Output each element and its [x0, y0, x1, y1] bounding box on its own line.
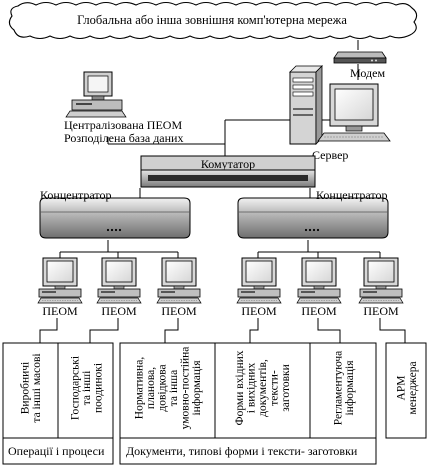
documents-caption: Документи, типові форми і тексти- загото…	[126, 444, 358, 458]
documents-column-1-label: Нормативна,планова,довідковата іншаумовн…	[133, 347, 203, 430]
operations-column-2-label: Господарськіта іншіпоодинокі	[70, 356, 105, 420]
documents-column-2-line: документів,	[257, 359, 269, 417]
server-label: Сервер	[312, 148, 348, 162]
pc-label-3: ПЕОМ	[161, 304, 197, 318]
pc-label-4: ПЕОМ	[241, 304, 277, 318]
cloud-label: Глобальна або інша зовнішня комп'ютерна …	[77, 13, 347, 27]
workstation-pc-3	[156, 257, 202, 304]
documents-column-1-line: інформація	[191, 360, 203, 416]
pc-label-2: ПЕОМ	[101, 304, 137, 318]
operations-caption: Операції і процеси	[8, 444, 105, 458]
documents-column-1-line: Нормативна,	[133, 357, 145, 420]
operations-column-1-line: Виробничі	[19, 362, 31, 414]
workstation-pc-1	[37, 257, 83, 304]
arm-column-1-line: АРМ	[395, 376, 407, 401]
documents-box	[119, 342, 377, 465]
pc-label-5: ПЕОМ	[301, 304, 337, 318]
central-pc-device	[65, 71, 127, 118]
server-device	[289, 65, 391, 145]
workstation-pc-6	[358, 257, 404, 304]
switch-device	[140, 155, 316, 188]
documents-column-1-line: довідкова	[156, 364, 168, 411]
central-pc-label-1: Централізована ПЕОМ	[64, 118, 182, 132]
operations-column-2-line: та інші	[81, 371, 93, 406]
hub-left-device	[39, 197, 191, 239]
external-network-cloud	[8, 1, 418, 40]
documents-column-2-line: тексти-	[269, 370, 281, 406]
switch-label: Комутатор	[201, 157, 255, 171]
workstation-pc-2	[96, 257, 142, 304]
hub-right-label: Концентратор	[316, 188, 388, 202]
documents-column-2-label: Форми вхіднихі вихіднихдокументів,тексти…	[234, 350, 292, 425]
central-pc-label-2: Розподілена база даних	[64, 131, 183, 145]
operations-column-2-line: поодинокі	[93, 363, 105, 413]
arm-box	[385, 342, 427, 439]
modem-device	[333, 51, 387, 64]
operations-box	[2, 342, 114, 465]
hub-left-label: Концентратор	[40, 188, 112, 202]
arm-column-1-label: АРМменеджера	[395, 361, 419, 414]
operations-column-1-line: та інші масові	[31, 353, 43, 422]
arm-column-1-line: менеджера	[407, 361, 419, 414]
modem-label: Модем	[350, 66, 385, 80]
documents-column-2-line: і вихідних	[246, 362, 258, 413]
operations-column-1-label: Виробничіта інші масові	[19, 353, 43, 422]
documents-column-3-line: інформація	[344, 360, 356, 416]
workstation-pc-5	[296, 257, 342, 304]
documents-column-3-line: Регламентуюча	[332, 351, 344, 426]
documents-column-3-label: Регламентуючаінформація	[332, 351, 356, 426]
documents-column-1-line: умовно-постійна	[179, 347, 191, 430]
documents-column-1-line: планова,	[145, 367, 157, 409]
operations-column-2-line: Господарські	[70, 356, 82, 420]
hub-right-device	[237, 197, 389, 239]
pc-label-1: ПЕОМ	[42, 304, 78, 318]
pc-label-6: ПЕОМ	[363, 304, 399, 318]
documents-column-2-line: Форми вхідних	[234, 350, 246, 425]
workstation-pc-4	[236, 257, 282, 304]
documents-column-2-line: заготовки	[280, 364, 292, 411]
documents-column-1-line: та інша	[168, 370, 180, 406]
